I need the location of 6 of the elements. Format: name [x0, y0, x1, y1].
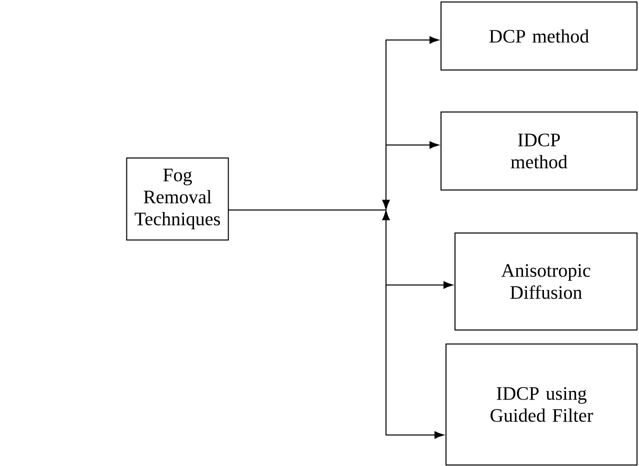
process-box: Fog Removal Techniques [126, 158, 229, 240]
process-box: IDCP method [440, 112, 638, 190]
process-box: Anisotropic Diffusion [454, 232, 638, 330]
arrow [228, 200, 444, 439]
process-box: DCP method [440, 2, 638, 70]
process-box: IDCP using Guided Filter [446, 344, 638, 466]
